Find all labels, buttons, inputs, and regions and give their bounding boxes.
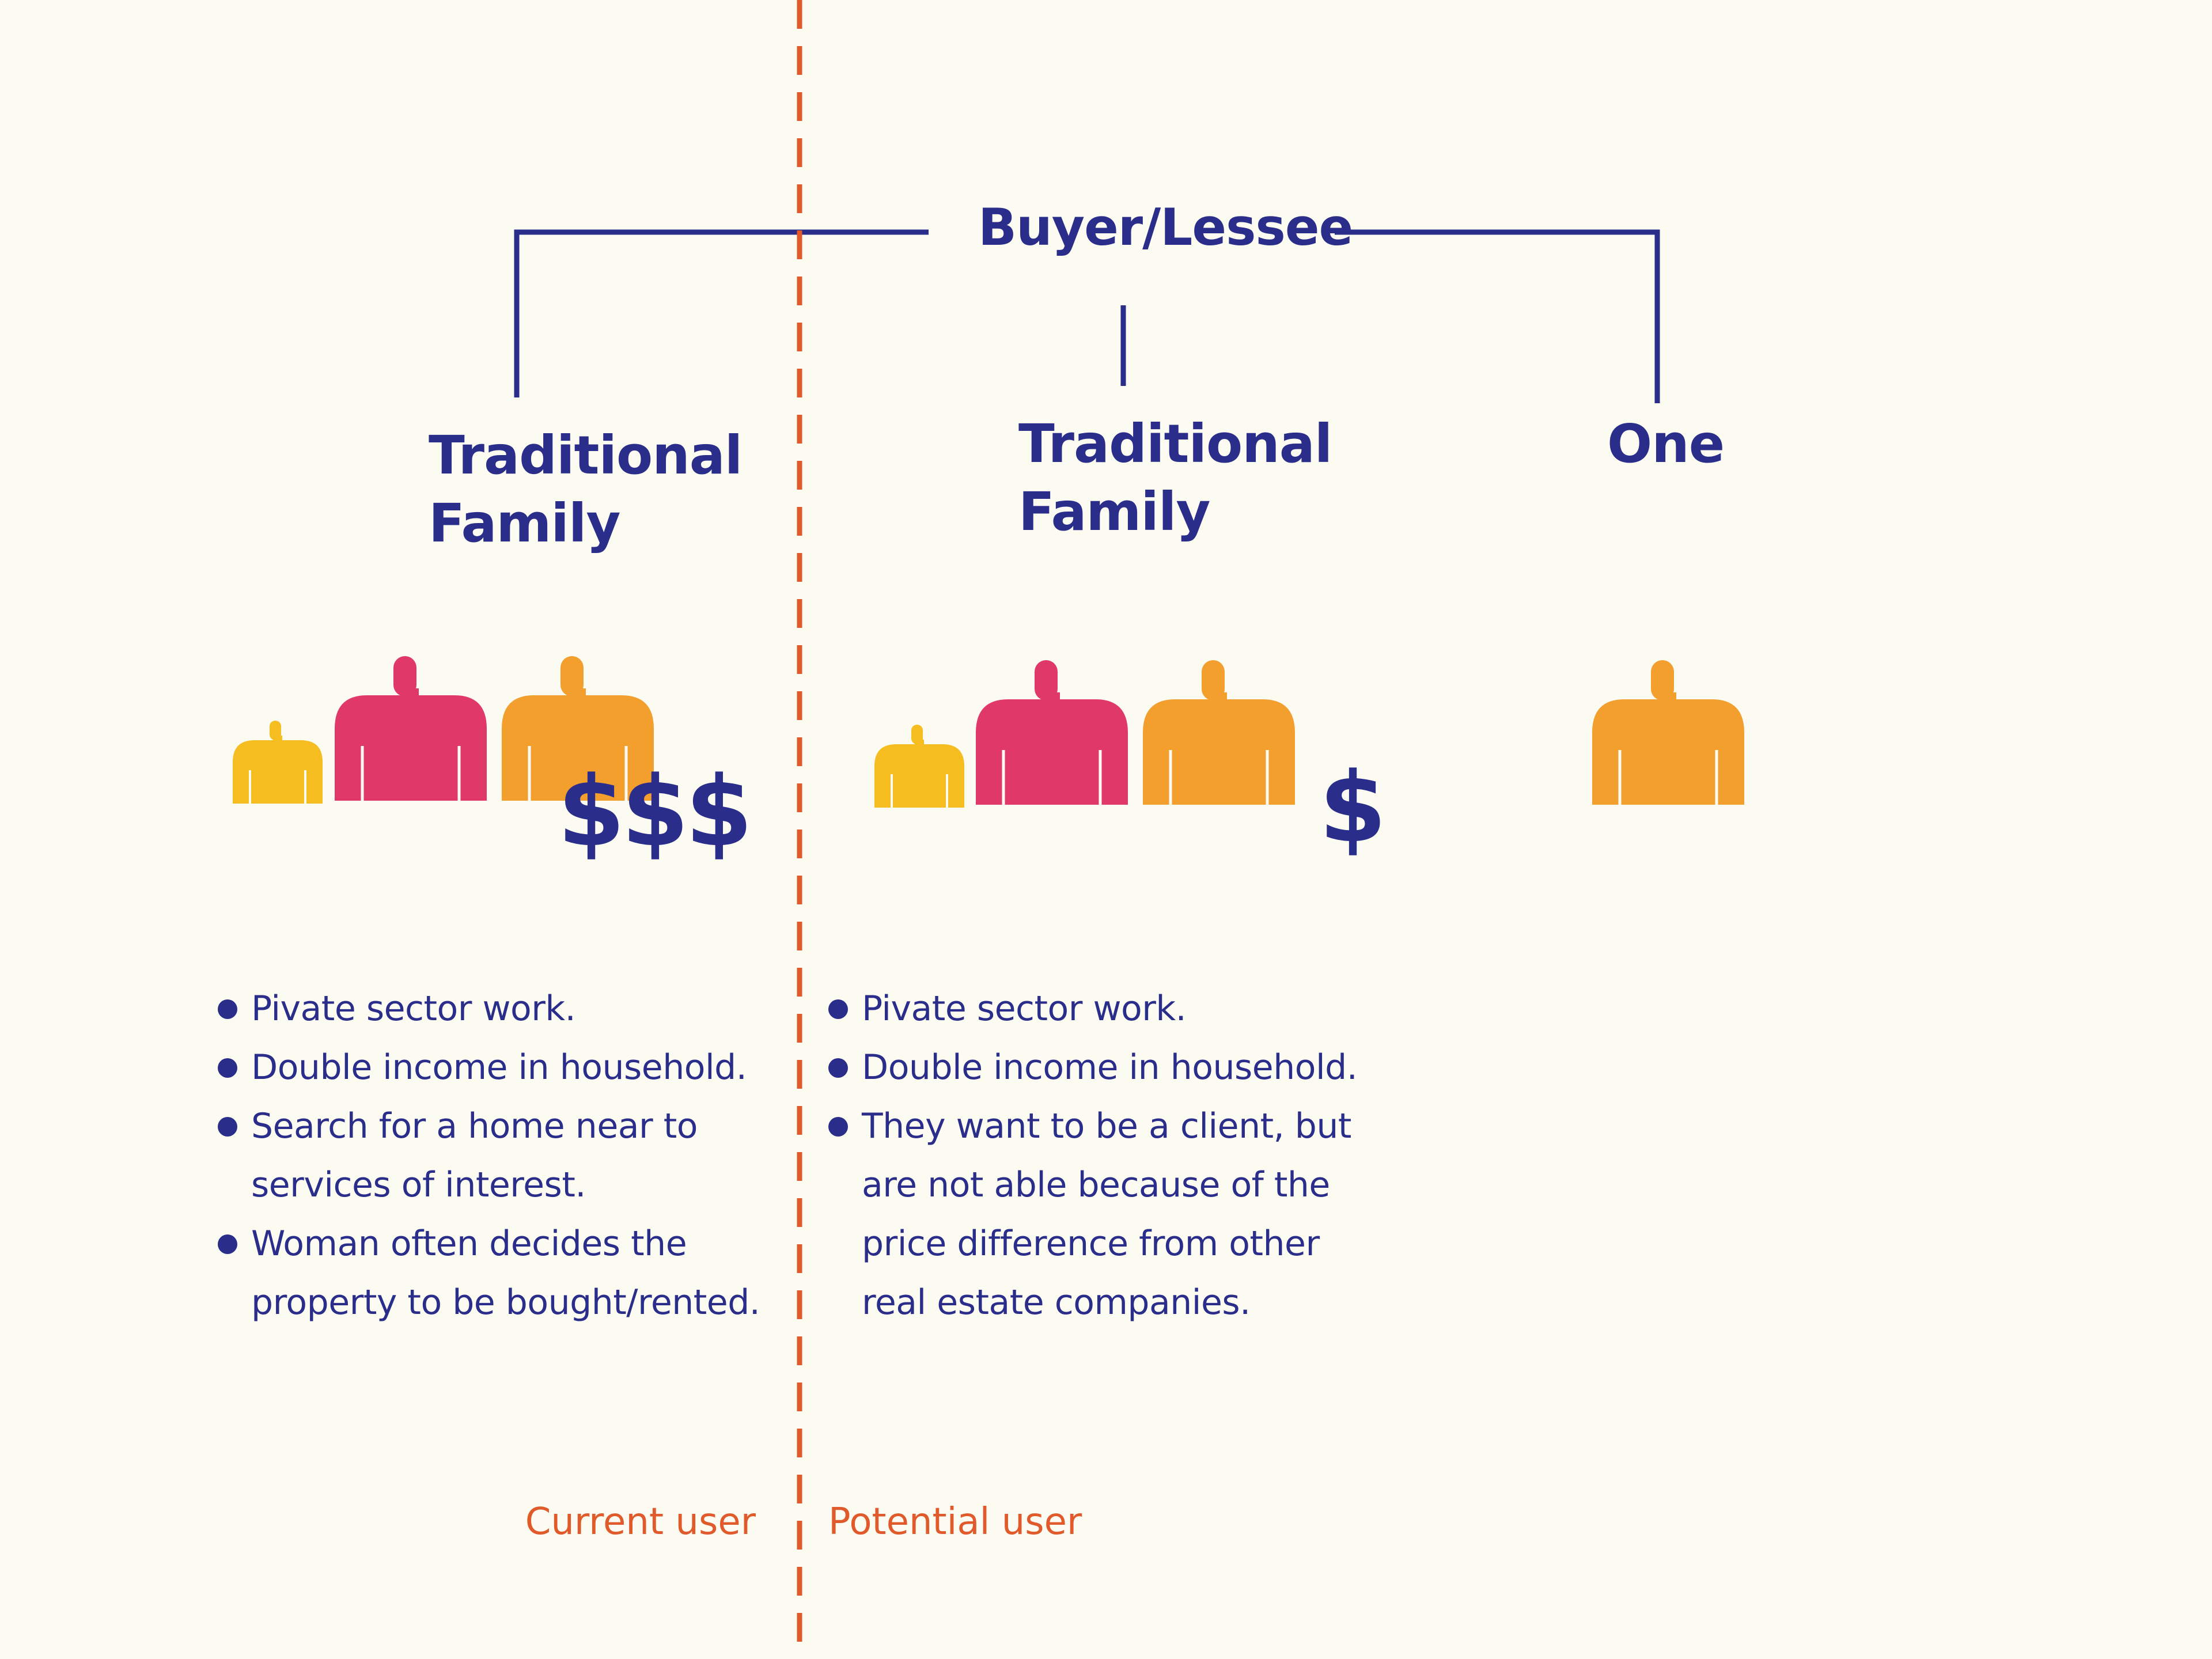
- current-user-bullet-list: Pivate sector work. Double income in hou…: [215, 979, 780, 1332]
- list-item: Pivate sector work.: [826, 979, 1391, 1038]
- income-indicator-high: $$$: [558, 755, 753, 868]
- current-user-label: Current user: [525, 1501, 756, 1543]
- bullet-text: real estate companies.: [862, 1282, 1251, 1323]
- bullet-text: price difference from other: [862, 1224, 1320, 1264]
- woman-figure-icon: [335, 656, 487, 801]
- bullet-text: Double income in household.: [862, 1047, 1358, 1088]
- connector-left: [514, 229, 929, 397]
- list-item: Double income in household.: [215, 1038, 780, 1097]
- list-item: Double income in household.: [826, 1038, 1391, 1097]
- bullet-text: Pivate sector work.: [251, 988, 576, 1029]
- potential-user-label: Potential user: [828, 1501, 1082, 1543]
- bullet-text: Pivate sector work.: [862, 988, 1187, 1029]
- root-title: Buyer/Lessee: [978, 198, 1353, 257]
- connector-right: [1335, 229, 1660, 403]
- bullet-text: property to be bought/rented.: [251, 1282, 760, 1323]
- bullet-text: services of interest.: [251, 1165, 586, 1205]
- branch-title-potential: Traditional Family: [1018, 410, 1332, 546]
- branch-title-line2: Family: [429, 493, 620, 554]
- bullet-text: Search for a home near to: [251, 1106, 698, 1146]
- woman-figure-icon: [976, 660, 1128, 805]
- bullet-icon: [828, 999, 848, 1019]
- list-item: Woman often decides the property to be b…: [215, 1214, 780, 1332]
- branch-title-one: One: [1607, 413, 1725, 475]
- bullet-text: They want to be a client, but: [862, 1106, 1351, 1146]
- potential-user-bullet-list: Pivate sector work. Double income in hou…: [826, 979, 1391, 1332]
- bullet-text: Woman often decides the: [251, 1224, 687, 1264]
- bullet-icon: [218, 1058, 237, 1078]
- branch-title-line2: Family: [1018, 481, 1210, 543]
- branch-title-line1: Traditional: [429, 425, 743, 486]
- bullet-text: Double income in household.: [251, 1047, 747, 1088]
- income-indicator-low: $: [1319, 751, 1387, 864]
- branch-title-current: Traditional Family: [429, 422, 743, 558]
- bullet-icon: [218, 1117, 237, 1137]
- bullet-icon: [828, 1058, 848, 1078]
- bullet-icon: [218, 999, 237, 1019]
- tree-lines: [514, 229, 1660, 403]
- man-figure-icon: [1143, 660, 1295, 805]
- child-figure-icon: [233, 721, 323, 804]
- bullet-text: are not able because of the: [862, 1165, 1330, 1205]
- list-item: They want to be a client, but are not ab…: [826, 1097, 1391, 1332]
- person-figure-icon: [1592, 660, 1744, 805]
- bullet-icon: [218, 1234, 237, 1254]
- list-item: Pivate sector work.: [215, 979, 780, 1038]
- man-figure-icon: [502, 656, 654, 801]
- child-figure-icon: [874, 725, 964, 808]
- branch-title-line1: Traditional: [1018, 413, 1332, 475]
- list-item: Search for a home near to services of in…: [215, 1097, 780, 1214]
- bullet-icon: [828, 1117, 848, 1137]
